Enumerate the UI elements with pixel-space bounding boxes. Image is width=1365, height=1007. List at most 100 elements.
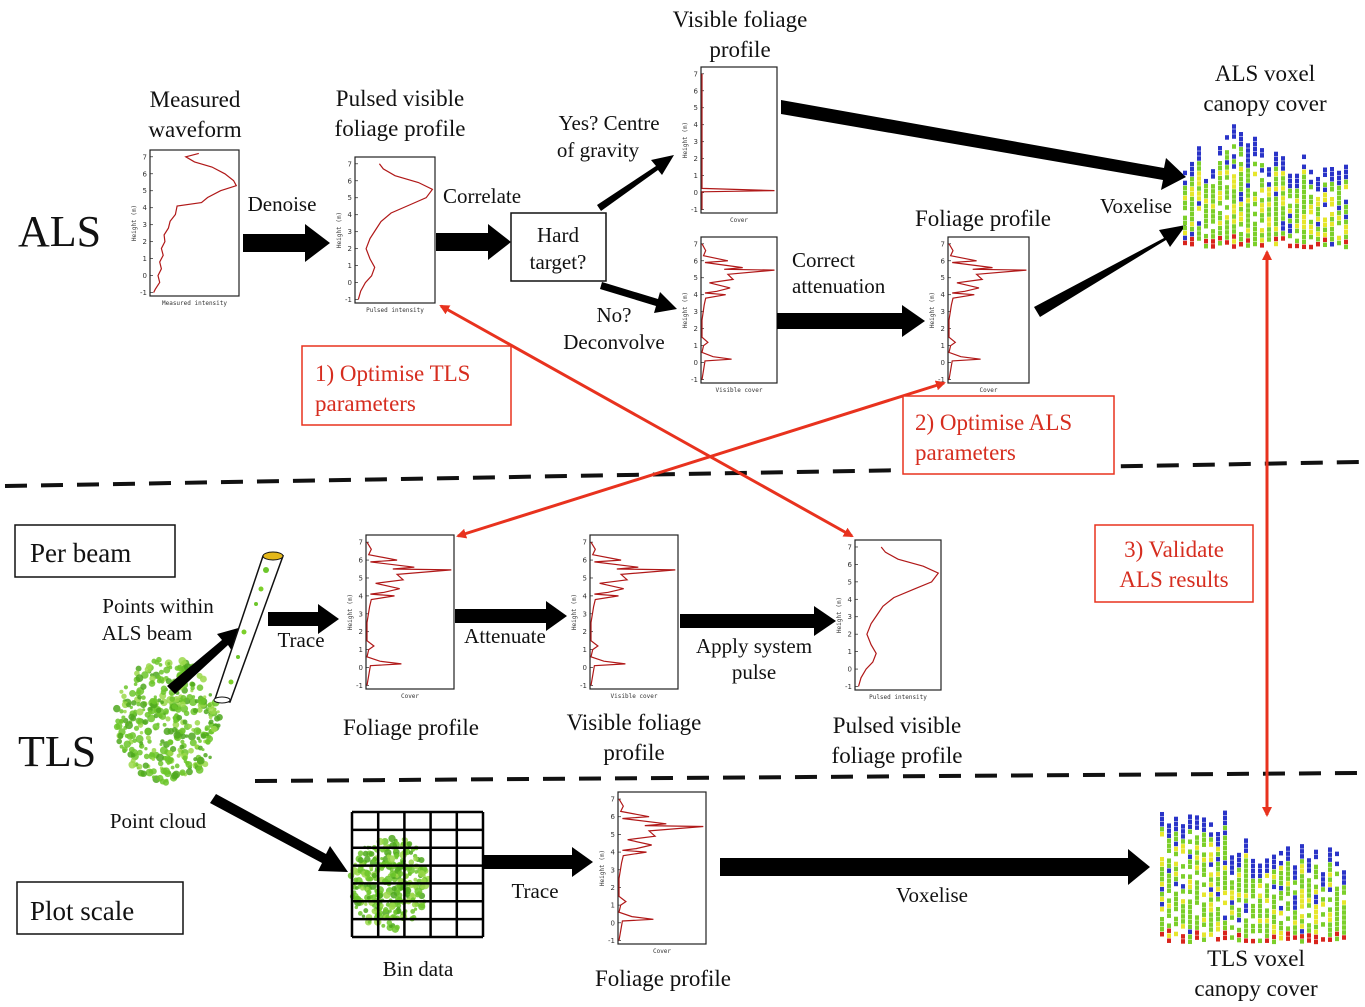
points-within-label-2: ALS beam bbox=[102, 621, 192, 645]
y-axis-label: Height (m) bbox=[347, 594, 354, 630]
foliage-to-voxel-arrow bbox=[1034, 225, 1186, 317]
y-tick-label: 4 bbox=[359, 592, 364, 600]
x-axis-label: Visible cover bbox=[716, 387, 763, 394]
apply-pulse-arrow bbox=[680, 606, 836, 636]
y-axis-label: Height (m) bbox=[131, 205, 138, 241]
y-tick-label: 4 bbox=[348, 211, 353, 219]
optimise-als-arrow bbox=[456, 380, 946, 539]
y-tick-label: 6 bbox=[359, 557, 364, 565]
y-tick-label: 2 bbox=[348, 245, 352, 253]
per-beam-label: Per beam bbox=[30, 538, 131, 568]
per-beam-box: Per beam bbox=[14, 524, 176, 578]
y-tick-label: -1 bbox=[345, 296, 352, 304]
y-tick-label: 4 bbox=[848, 596, 853, 604]
optimise-als-label-2: parameters bbox=[915, 440, 1016, 465]
y-tick-label: 4 bbox=[143, 204, 148, 212]
point-cloud-image bbox=[113, 656, 223, 786]
voxelise-arrow-plot bbox=[720, 849, 1150, 885]
y-tick-label: 0 bbox=[694, 189, 698, 197]
correct-attenuation-arrow bbox=[777, 305, 925, 337]
y-tick-label: 2 bbox=[143, 238, 147, 246]
y-tick-label: -1 bbox=[580, 682, 587, 690]
y-tick-label: 1 bbox=[694, 342, 698, 350]
hard-target-label-1: Hard bbox=[537, 223, 579, 247]
y-tick-label: 7 bbox=[694, 70, 698, 78]
y-tick-label: 2 bbox=[359, 628, 363, 636]
section-label-als: ALS bbox=[18, 207, 101, 256]
x-axis-label: Pulsed intensity bbox=[869, 694, 927, 701]
y-tick-label: 7 bbox=[611, 796, 615, 804]
als-voxel-canopy-cover bbox=[1183, 124, 1348, 250]
no-branch-label-2: Deconvolve bbox=[563, 330, 664, 354]
pulsed-profile-title-beam-2: foliage profile bbox=[832, 743, 963, 768]
visible-profile-title-1: Visible foliage bbox=[673, 7, 808, 32]
profile-curve bbox=[590, 541, 676, 686]
y-tick-label: -1 bbox=[691, 206, 698, 214]
y-tick-label: 5 bbox=[348, 194, 352, 202]
validate-als-label-1: 3) Validate bbox=[1124, 537, 1224, 562]
voxelise-label-plot: Voxelise bbox=[896, 883, 968, 907]
profile-curve bbox=[948, 243, 1027, 380]
y-axis-label: Height (m) bbox=[682, 122, 689, 158]
hard-target-box: Hard target? bbox=[510, 212, 607, 282]
optimise-als-label-1: 2) Optimise ALS bbox=[915, 410, 1072, 435]
pulsed-profile-title-1: Pulsed visible bbox=[336, 86, 464, 111]
y-tick-label: 3 bbox=[941, 308, 945, 316]
y-tick-label: 1 bbox=[348, 262, 352, 270]
section-label-tls: TLS bbox=[18, 727, 96, 776]
y-tick-label: 7 bbox=[359, 539, 363, 547]
y-tick-label: 3 bbox=[359, 610, 363, 618]
profile-curve bbox=[357, 163, 434, 300]
y-axis-label: Height (m) bbox=[599, 850, 606, 886]
y-tick-label: 4 bbox=[941, 291, 946, 299]
tls-voxel-canopy-cover bbox=[1160, 810, 1346, 945]
x-axis-label: Cover bbox=[979, 387, 997, 394]
correct-attenuation-label-2: attenuation bbox=[792, 274, 886, 298]
y-tick-label: 0 bbox=[143, 272, 147, 280]
y-tick-label: 1 bbox=[941, 342, 945, 350]
y-tick-label: 5 bbox=[359, 574, 363, 582]
pulsed-profile-title-2: foliage profile bbox=[335, 116, 466, 141]
plot-scale-label: Plot scale bbox=[30, 896, 134, 926]
measured-waveform-title-2: waveform bbox=[148, 117, 241, 142]
profile-curve bbox=[701, 73, 775, 210]
y-tick-label: -1 bbox=[691, 376, 698, 384]
attenuate-label: Attenuate bbox=[464, 624, 546, 648]
y-tick-label: 1 bbox=[143, 255, 147, 263]
denoise-label: Denoise bbox=[248, 192, 317, 216]
y-tick-label: 1 bbox=[583, 646, 587, 654]
y-tick-label: 6 bbox=[694, 87, 699, 95]
beam-plot-divider bbox=[254, 771, 1361, 783]
y-axis-label: Height (m) bbox=[929, 292, 936, 328]
voxelise-label-als: Voxelise bbox=[1100, 194, 1172, 218]
y-tick-label: 6 bbox=[348, 177, 353, 185]
yes-branch-label-1: Yes? Centre bbox=[558, 111, 659, 135]
visible-profile-title-beam-2: profile bbox=[603, 740, 664, 765]
y-tick-label: 3 bbox=[694, 138, 698, 146]
y-tick-label: 2 bbox=[611, 884, 615, 892]
y-tick-label: 4 bbox=[583, 592, 588, 600]
y-tick-label: 5 bbox=[694, 274, 698, 282]
bin-data-label: Bin data bbox=[383, 957, 454, 981]
profile-curve bbox=[153, 152, 238, 293]
y-tick-label: -1 bbox=[356, 682, 363, 690]
validate-als-box: 3) Validate ALS results bbox=[1094, 524, 1254, 603]
y-tick-label: 5 bbox=[848, 578, 852, 586]
bin-grid bbox=[347, 810, 485, 939]
plot-scale-box: Plot scale bbox=[16, 881, 184, 935]
trace-arrow-plot bbox=[483, 847, 593, 877]
points-within-label-1: Points within bbox=[102, 594, 214, 618]
y-tick-label: 6 bbox=[694, 257, 699, 265]
y-tick-label: 0 bbox=[611, 919, 615, 927]
yes-branch-arrow bbox=[597, 155, 674, 211]
als-beam-cylinder bbox=[213, 551, 285, 704]
y-tick-label: 0 bbox=[941, 359, 945, 367]
y-tick-label: 4 bbox=[694, 291, 699, 299]
y-tick-label: 4 bbox=[611, 849, 616, 857]
y-tick-label: -1 bbox=[845, 683, 852, 691]
